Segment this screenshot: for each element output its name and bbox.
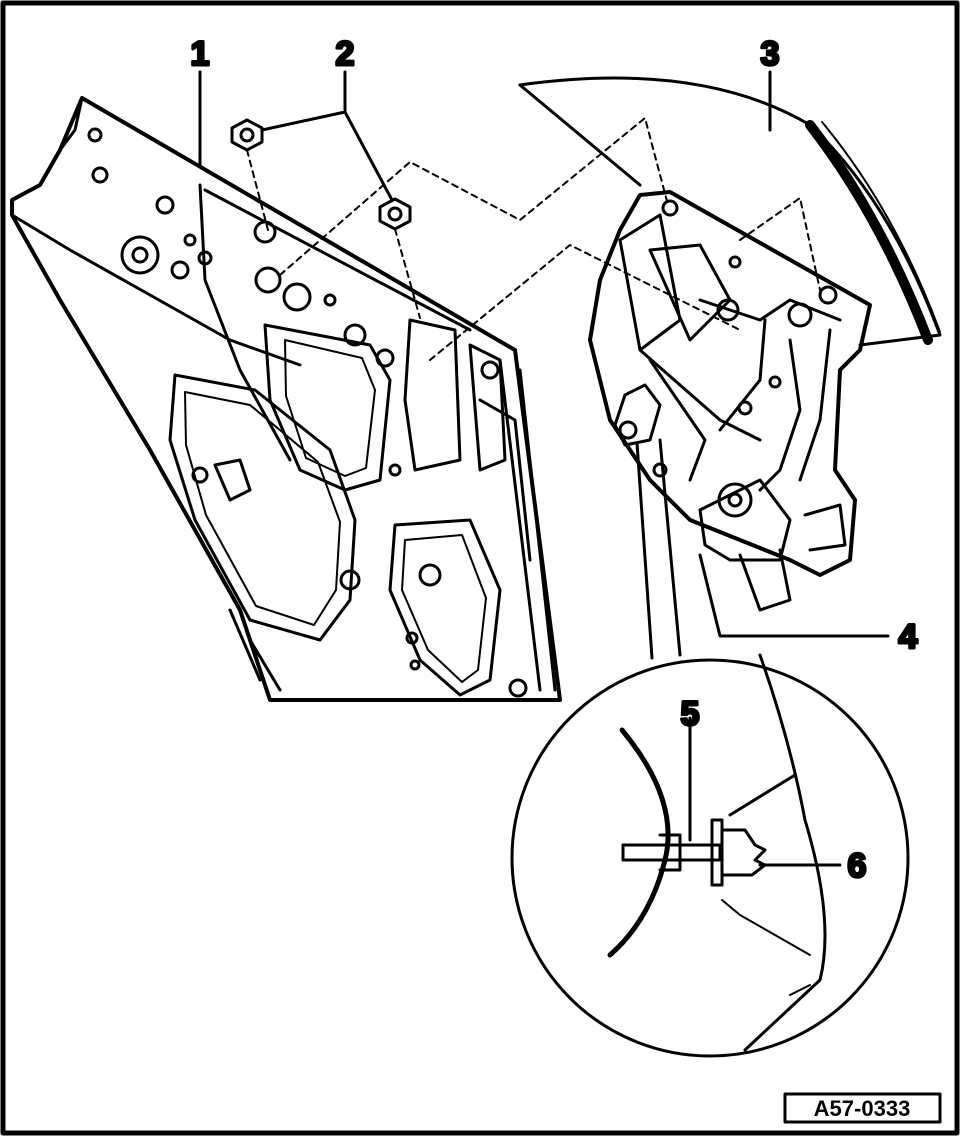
hex-nuts xyxy=(230,118,412,231)
leader-2a xyxy=(260,70,347,132)
figure-code-box xyxy=(783,1092,942,1124)
figure-code: A57-0333 xyxy=(814,1096,911,1121)
callout-4: 4 xyxy=(899,618,918,656)
leader-4 xyxy=(698,553,890,638)
assembly-dashed-lines xyxy=(246,117,821,361)
window-glass xyxy=(518,76,942,347)
callout-2: 2 xyxy=(336,35,355,73)
leader-2b xyxy=(343,110,394,202)
window-regulator xyxy=(588,190,872,612)
callout-1: 1 xyxy=(191,35,210,73)
callout-leaders xyxy=(198,70,890,867)
callout-5: 5 xyxy=(681,695,700,733)
callout-3: 3 xyxy=(761,35,780,73)
detail-view xyxy=(510,653,910,1058)
door-inner-panel xyxy=(10,96,562,702)
mounting-point xyxy=(613,383,682,660)
callout-6: 6 xyxy=(848,847,867,885)
